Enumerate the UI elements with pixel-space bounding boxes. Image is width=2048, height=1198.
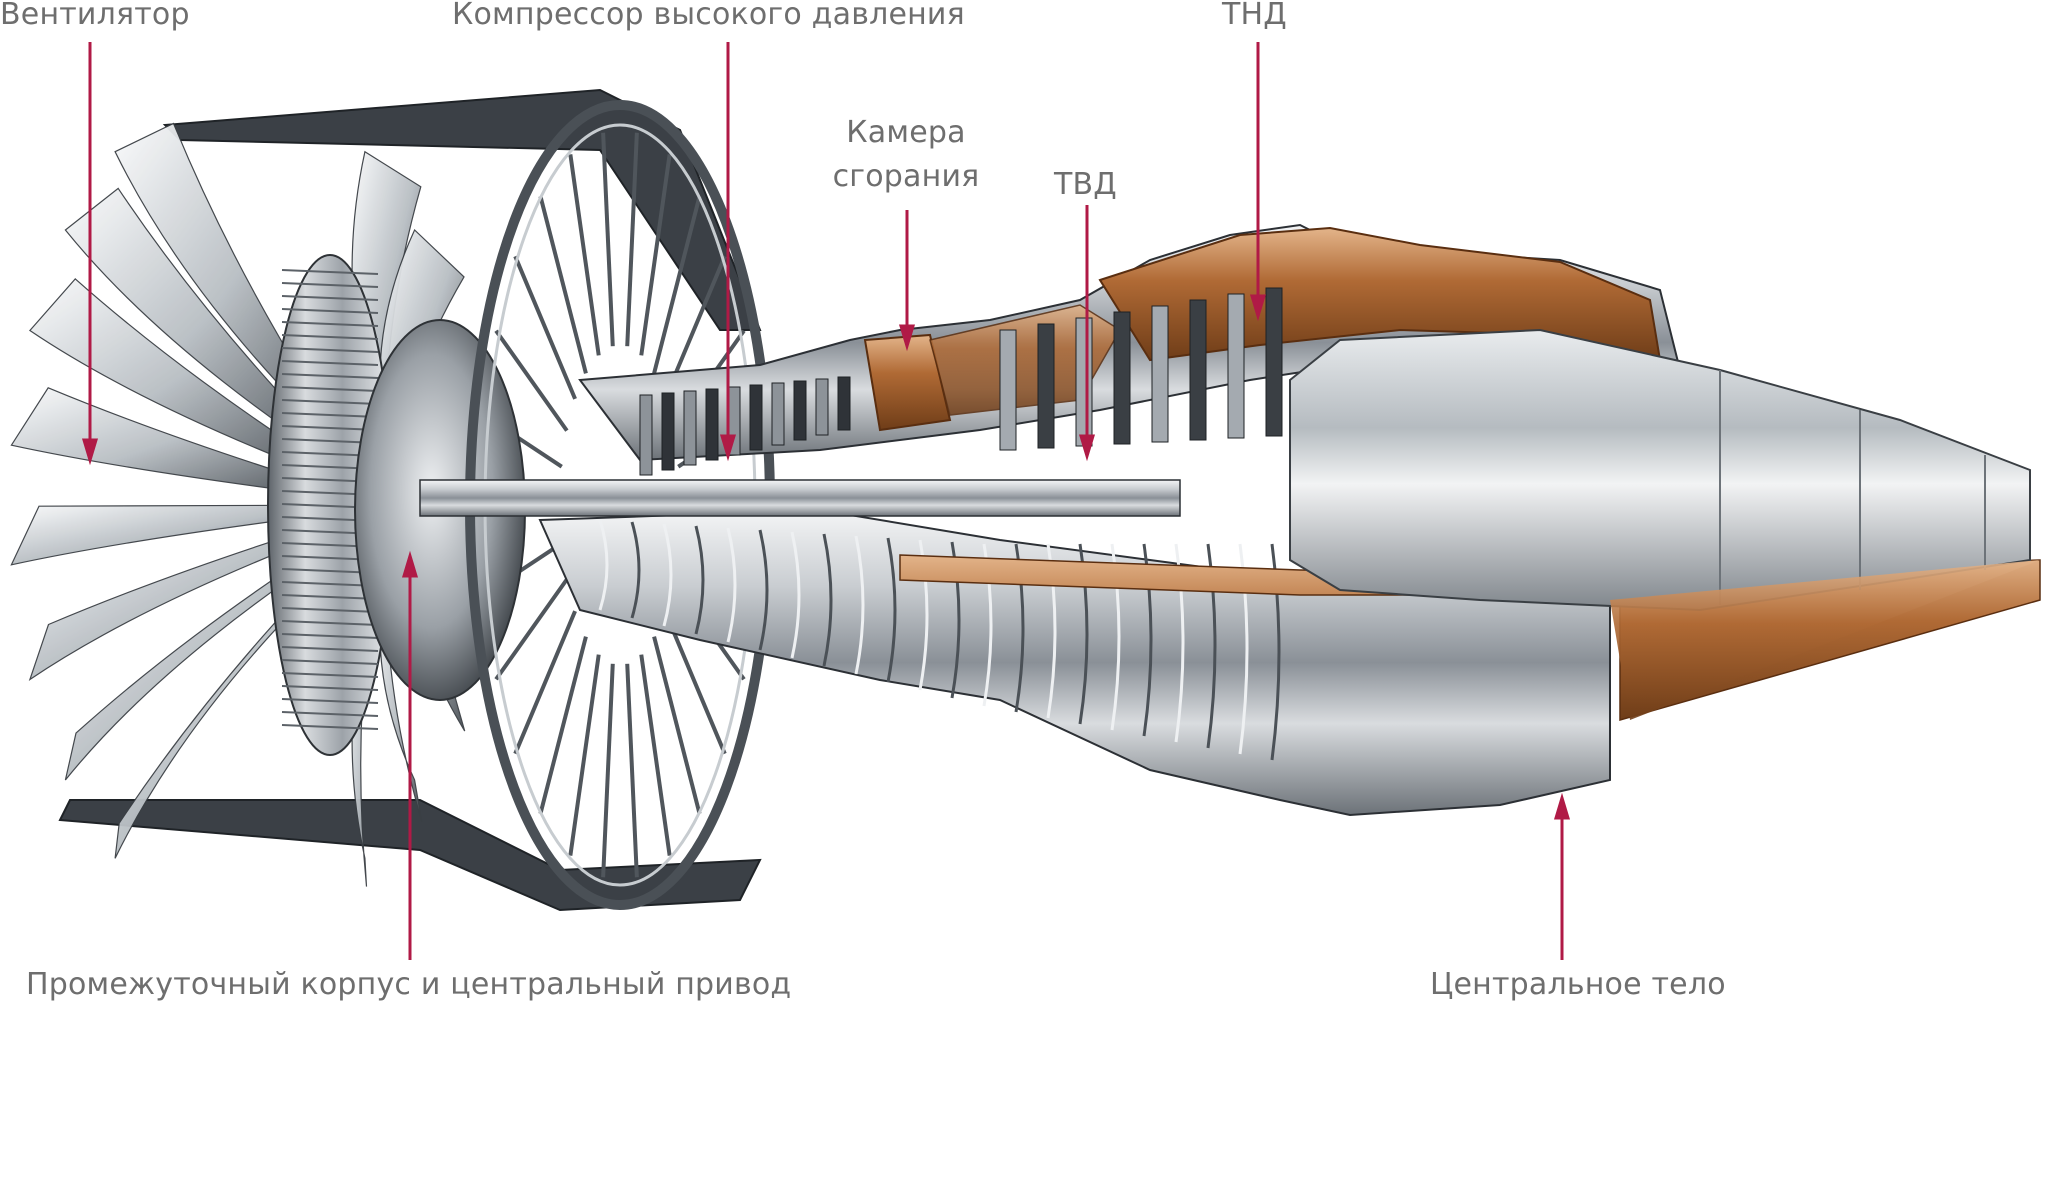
fan-disk-rib	[281, 399, 379, 405]
fan-outlet-vane	[494, 578, 569, 681]
leader-lines	[81, 42, 1571, 960]
fan-disk-rib	[281, 594, 379, 600]
hp-turbine-copper	[929, 304, 1122, 416]
fan-outlet-vane	[639, 654, 672, 856]
fan-blade	[28, 524, 326, 681]
turbine-stage	[1075, 317, 1093, 447]
fan-disk-rib	[281, 412, 379, 418]
turbine-stage	[1037, 323, 1055, 449]
compressor-stage	[705, 388, 719, 461]
fan-outlet-vane	[601, 663, 615, 878]
fan-outlet-vane	[494, 329, 569, 432]
fan-blade	[10, 504, 323, 566]
label-hp-turbine: ТВД	[1054, 167, 1117, 202]
fan-outlet-vane	[652, 636, 702, 815]
fan-outlet-vane	[652, 195, 702, 374]
core-casing-ring	[854, 535, 865, 675]
hp-compressor-stages	[639, 376, 851, 476]
fan-disk-rib	[281, 321, 379, 327]
leader-combustor-arrow	[898, 324, 916, 352]
label-center-body: Центральное тело	[1430, 967, 1726, 1002]
leader-center-body-arrow	[1553, 792, 1571, 820]
turbine-stage	[1113, 311, 1131, 445]
fan-disk-rib	[281, 425, 379, 431]
fan-disk-rib	[281, 334, 379, 340]
fan-outlet-vane	[625, 663, 639, 878]
leader-hp-turbine-arrow	[1078, 434, 1096, 462]
compressor-stage	[683, 390, 697, 466]
fan-disk-rib	[281, 698, 379, 704]
fan-disk-rib	[281, 646, 379, 652]
fan-disk-rib	[281, 607, 379, 613]
fan-disk-rib	[281, 724, 379, 730]
compressor-stage	[661, 392, 675, 471]
label-hp-compressor: Компрессор высокого давления	[452, 0, 965, 32]
fan-blade	[64, 187, 336, 461]
label-lp-turbine: ТНД	[1222, 0, 1287, 32]
fan-disk-rib	[281, 282, 379, 288]
leader-hp-compressor-arrow	[719, 434, 737, 462]
core-casing-ring	[886, 537, 897, 683]
compressor-stage	[771, 382, 785, 446]
compressor-stage	[793, 380, 807, 441]
label-fan: Вентилятор	[0, 0, 190, 32]
nozzle-outer	[1610, 560, 2040, 720]
main-shaft	[419, 479, 1181, 517]
label-combustor-line2: сгорания	[832, 159, 980, 194]
compressor-stage	[837, 376, 851, 431]
fan-disk-rib	[281, 386, 379, 392]
center-body-cone	[1289, 328, 2031, 612]
core-casing-ring	[726, 527, 737, 643]
core-casing-ring	[822, 533, 833, 667]
label-combustor-line1: Камера	[846, 115, 966, 150]
fan-disk-rib	[281, 373, 379, 379]
fan-outlet-vane	[568, 154, 601, 356]
core-casing-ring	[694, 525, 705, 635]
fan-disk-rib	[281, 659, 379, 665]
core-casing-ring	[662, 523, 673, 627]
center-body	[1289, 328, 2040, 720]
fan-outlet-vane	[538, 195, 588, 374]
fan-outlet-vane	[625, 132, 639, 347]
turbine-stage	[1227, 293, 1245, 439]
fan-outlet-vane	[513, 255, 577, 400]
compressor-stage	[815, 378, 829, 436]
fan-outlet-vane	[663, 610, 727, 755]
core-casing-ring	[790, 531, 801, 659]
fan-casing-bottom	[58, 799, 762, 912]
fan-disk-rib	[281, 685, 379, 691]
fan-disk-rib	[281, 308, 379, 314]
fan-disk-rib	[281, 633, 379, 639]
fan-outlet-vane	[601, 132, 615, 347]
fan-disk-rib	[281, 360, 379, 366]
core-casing-ring	[758, 529, 769, 651]
turbine-stage	[1189, 299, 1207, 441]
fan-outlet-vane	[639, 154, 672, 356]
fan-disk-rib	[281, 347, 379, 353]
turbine-stage	[999, 329, 1017, 451]
fan-disk-rib	[281, 711, 379, 717]
leader-fan-arrow	[81, 438, 99, 466]
fan-disk-rib	[281, 269, 379, 275]
leader-lp-turbine-arrow	[1249, 294, 1267, 322]
fan-outlet-vane	[513, 610, 577, 755]
fan-disk-rib	[281, 295, 379, 301]
compressor-stage	[749, 384, 763, 451]
turbine-stage	[1151, 305, 1169, 443]
turbine-stage	[1265, 287, 1283, 437]
fan-blade	[114, 557, 340, 859]
compressor-stage	[639, 394, 653, 476]
fan-section	[10, 88, 775, 912]
core-casing-ring	[630, 521, 641, 619]
fan-disk-rib	[281, 620, 379, 626]
fan-blade	[28, 278, 329, 477]
core-casing-ring	[598, 519, 609, 611]
fan-disk-rib	[281, 672, 379, 678]
fan-outlet-vane	[568, 654, 601, 856]
leader-intermediate-case-arrow	[401, 550, 419, 578]
label-intermediate-case: Промежуточный корпус и центральный приво…	[26, 967, 792, 1002]
fan-outlet-vane	[538, 636, 588, 815]
